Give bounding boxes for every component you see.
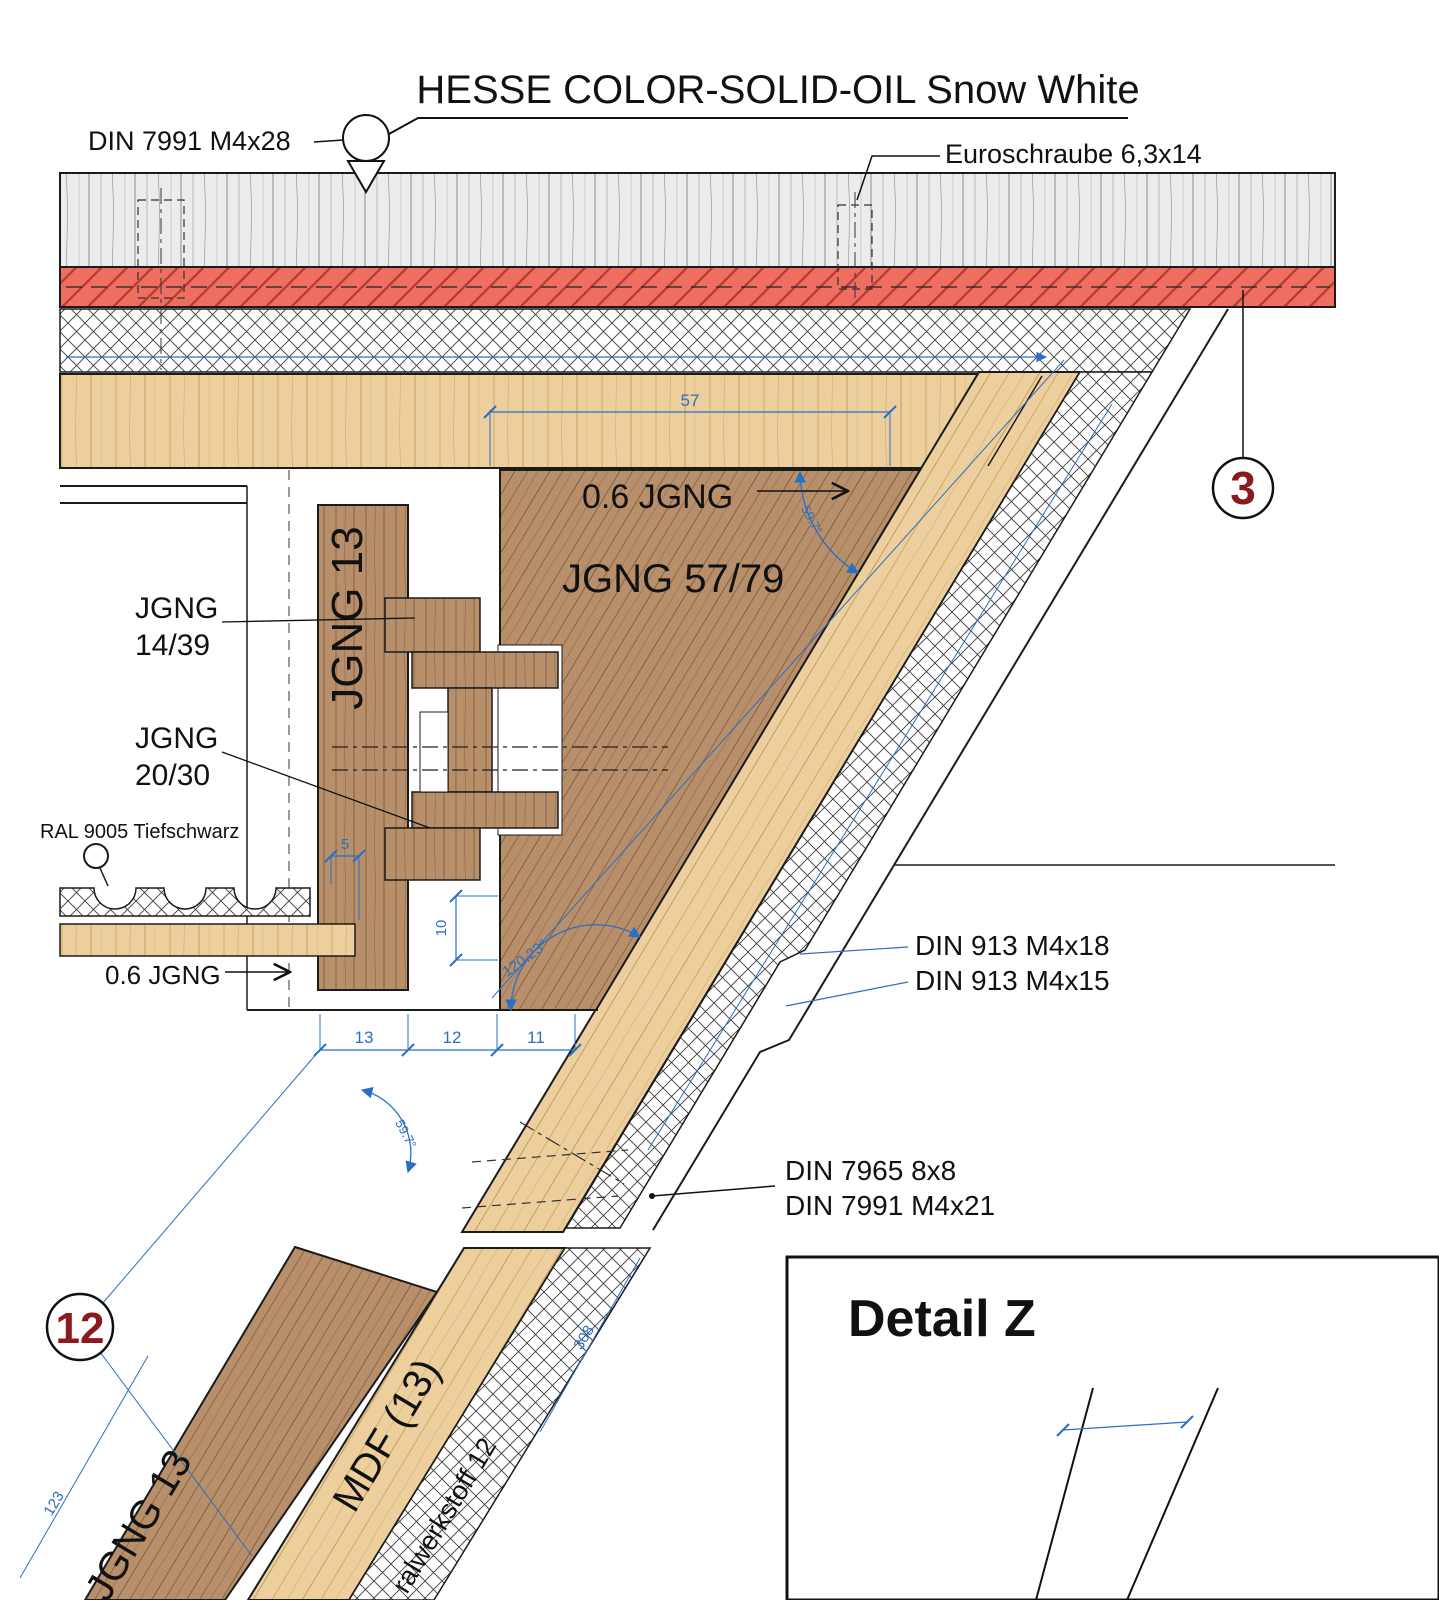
euroschraube-hidden-screw xyxy=(837,192,873,302)
label-jgng-57-79: JGNG 57/79 xyxy=(562,557,784,601)
tan-substrate-band xyxy=(59,373,1044,469)
callout-12-number: 12 xyxy=(56,1304,105,1353)
outer-face-edge-line xyxy=(652,308,1335,1231)
label-din7991-m4x28: DIN 7991 M4x28 xyxy=(88,126,291,156)
scalloped-moulding xyxy=(59,843,356,957)
crosshatch-diagonal-strip xyxy=(564,371,1154,1229)
dim-10: 10 xyxy=(433,920,450,937)
label-din7965-8x8: DIN 7965 8x8 xyxy=(785,1155,956,1186)
label-06jgng-bottom: 0.6 JGNG xyxy=(105,960,221,990)
dim-13: 13 xyxy=(355,1028,374,1047)
din7991-hidden-screw xyxy=(137,188,185,370)
black-leaders xyxy=(221,114,1244,1199)
label-jgng-14-39-l2: 14/39 xyxy=(135,629,210,662)
label-euroschraube: Euroschraube 6,3x14 xyxy=(945,139,1202,169)
label-din913-m4x18: DIN 913 M4x18 xyxy=(915,930,1110,961)
detail-z-box xyxy=(785,1255,1439,1600)
dim-5: 5 xyxy=(341,836,349,853)
bottom-boards-detail12 xyxy=(83,1121,652,1600)
worktop-gray-layer xyxy=(59,172,1336,268)
label-jgng-20-30-l1: JGNG xyxy=(135,722,218,755)
detail-z-title: Detail Z xyxy=(848,1290,1036,1348)
dim-12: 12 xyxy=(443,1028,462,1047)
callout-3-number: 3 xyxy=(1230,462,1256,514)
red-solid-surface-layer xyxy=(59,266,1336,308)
label-06jgng-top: 0.6 JGNG xyxy=(582,478,733,516)
dim-angle-bottom: 59.7° xyxy=(392,1117,420,1151)
callout-balloon-12 xyxy=(45,1292,115,1362)
dim-11: 11 xyxy=(527,1028,545,1047)
label-jgng-20-30-l2: 20/30 xyxy=(135,759,210,792)
dim-123: 123 xyxy=(40,1489,67,1519)
h-connector-profile xyxy=(332,597,668,881)
label-din7991-m4x21: DIN 7991 M4x21 xyxy=(785,1190,995,1221)
label-jgng13-vertical: JGNG 13 xyxy=(323,526,372,709)
label-jgng-14-39-l1: JGNG xyxy=(135,592,218,625)
sheet-title: HESSE COLOR-SOLID-OIL Snow White xyxy=(416,68,1139,112)
label-din913-m4x15: DIN 913 M4x15 xyxy=(915,965,1110,996)
callout-balloon-3 xyxy=(1211,456,1275,520)
dim-57: 57 xyxy=(681,391,700,410)
label-ral9005: RAL 9005 Tiefschwarz xyxy=(40,821,239,843)
insulation-crosshatch-band xyxy=(59,308,1192,373)
blue-dimensions xyxy=(19,351,1113,1579)
